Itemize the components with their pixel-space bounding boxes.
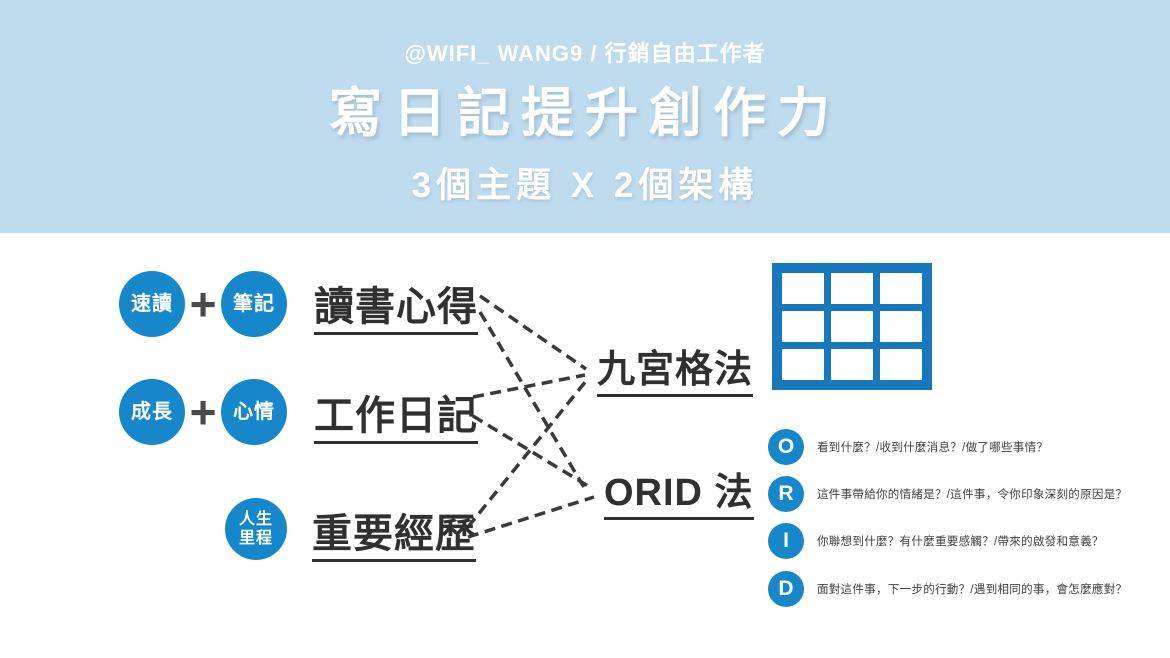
orid-desc-objective: 看到什麼？/收到什麼消息？/做了哪些事情？ [817, 442, 1049, 454]
plus-icon: + [189, 278, 217, 330]
topic-important-experience: 重要經歷 [312, 514, 476, 562]
orid-letter-d: D [768, 571, 804, 607]
orid-desc-reflective: 這件事帶給你的情緒是？/這件事，令你印象深刻的原因是？ [817, 489, 1128, 501]
author-byline: @WIFI_ WANG9 / 行銷自由工作者 [404, 41, 766, 66]
topic-work-diary: 工作日記 [314, 396, 478, 444]
grid-cell [831, 311, 873, 342]
line-reading-to-orid [478, 311, 587, 490]
line-work-to-orid [472, 414, 589, 488]
orid-row-decisional: D 面對這件事，下一步的行動？/遇到相同的事，會怎麼應對？ [768, 571, 1127, 607]
method-orid: ORID 法 [604, 474, 754, 520]
line-milestone-to-orid [467, 495, 595, 539]
source-circle-mood: 心情 [221, 379, 287, 445]
grid-cell [782, 311, 824, 342]
plus-icon: + [189, 386, 217, 438]
orid-letter-r: R [768, 476, 804, 512]
source-circle-label: 速讀 [131, 293, 173, 315]
source-circle-notes: 筆記 [221, 271, 287, 337]
grid-cell [782, 349, 824, 380]
orid-letter-i: I [768, 523, 804, 559]
page-title: 寫日記提升創作力 [329, 84, 841, 143]
topic-reading-review: 讀書心得 [314, 287, 478, 335]
nine-grid-icon [772, 263, 932, 390]
line-reading-to-grid [479, 294, 587, 371]
orid-letter-o: O [768, 429, 804, 465]
source-circle-label: 里程 [238, 530, 273, 547]
source-circle-growth: 成長 [119, 379, 185, 445]
line-work-to-grid [472, 373, 586, 399]
source-circle-label: 心情 [233, 401, 275, 423]
orid-desc-interpretive: 你聯想到什麼？有什麼重要感觸？/帶來的啟發和意義？ [817, 536, 1104, 548]
grid-cell [880, 311, 922, 342]
header-banner: @WIFI_ WANG9 / 行銷自由工作者 寫日記提升創作力 3個主題 X 2… [0, 0, 1170, 233]
source-circle-label: 筆記 [233, 293, 275, 315]
grid-cell [831, 349, 873, 380]
source-circle-life-milestone: 人生 里程 [225, 498, 287, 560]
method-nine-grid: 九宮格法 [597, 351, 754, 397]
orid-row-reflective: R 這件事帶給你的情緒是？/這件事，令你印象深刻的原因是？ [768, 476, 1127, 512]
grid-cell [880, 273, 922, 304]
source-circle-speed-reading: 速讀 [119, 271, 185, 337]
grid-cell [782, 273, 824, 304]
orid-desc-decisional: 面對這件事，下一步的行動？/遇到相同的事，會怎麼應對？ [817, 584, 1128, 596]
line-milestone-to-grid [466, 379, 588, 529]
page-subtitle: 3個主題 X 2個架構 [411, 166, 759, 205]
orid-row-objective: O 看到什麼？/收到什麼消息？/做了哪些事情？ [768, 429, 1048, 465]
source-circle-label: 人生 [238, 510, 273, 528]
orid-row-interpretive: I 你聯想到什麼？有什麼重要感觸？/帶來的啟發和意義？ [768, 523, 1104, 559]
grid-cell [880, 349, 922, 380]
source-circle-label: 成長 [131, 401, 173, 423]
grid-cell [831, 273, 873, 304]
